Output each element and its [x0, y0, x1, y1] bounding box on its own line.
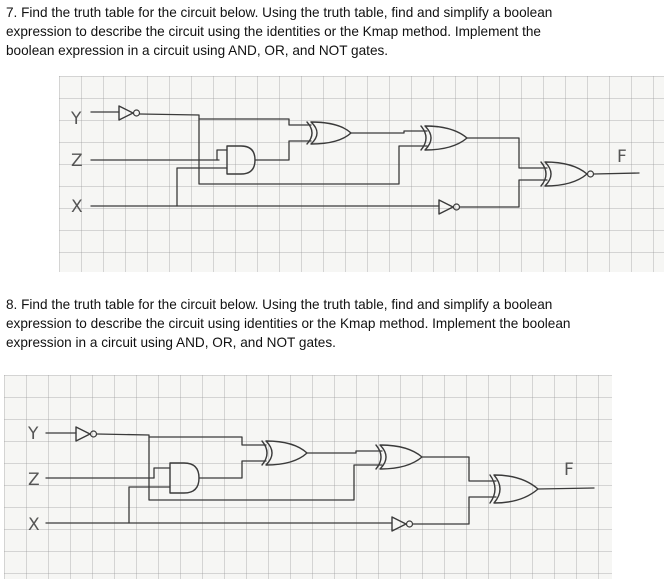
problem-7-line-2: expression to describe the circuit using… [6, 24, 541, 39]
not-gate-x [438, 199, 454, 215]
wire-x-to-and-1 [176, 167, 228, 207]
wire-not-y-branch [148, 436, 383, 501]
or-gate-1 [261, 440, 268, 466]
or-gate-2 [375, 444, 382, 470]
wire-or-1-out [350, 130, 428, 134]
problem-7-line-3: boolean expression in a circuit using AN… [6, 43, 389, 58]
wire-z-branch [216, 149, 228, 161]
output-label-f: F [564, 460, 574, 480]
input-label-z: Z [71, 151, 83, 171]
wire-or-2-out [466, 137, 548, 169]
wire-x-to-and-1 [128, 486, 171, 524]
problem-7-line-1: 7. Find the truth table for the circuit … [6, 5, 553, 20]
input-label-x: X [28, 515, 40, 535]
not-bubble-y [89, 430, 98, 438]
not-gate-y [118, 105, 134, 121]
circuit-7-drawing: Y Z X F [70, 105, 640, 217]
wire-output-f [593, 172, 640, 175]
problem-8-line-2: expression to describe the circuit using… [6, 316, 571, 331]
not-bubble-y [132, 109, 141, 117]
problem-7-text: 7. Find the truth table for the circuit … [6, 3, 662, 60]
not-bubble-x [452, 203, 461, 211]
circuit-8-diagram: Y Z X F [4, 375, 612, 579]
output-label-f: F [617, 147, 627, 167]
or-gate-1-body [265, 440, 308, 466]
circuit-8-drawing: Y Z X F [27, 424, 595, 535]
wire-or-1-out [306, 450, 383, 454]
circuit-7-diagram: Y Z X F [59, 76, 664, 272]
problem-8-text: 8. Find the truth table for the circuit … [6, 295, 662, 352]
or-gate-2-body [379, 444, 423, 470]
or-gate-2 [420, 125, 427, 151]
wire-not-x [459, 179, 548, 208]
not-gate-x [391, 516, 407, 532]
problem-8-line-1: 8. Find the truth table for the circuit … [6, 297, 553, 312]
wire-not-y-branch [198, 118, 428, 185]
or-gate-final-body [493, 474, 539, 504]
wire-z-branch [153, 467, 171, 479]
nor-bubble [586, 170, 595, 178]
input-label-y: Y [70, 109, 82, 129]
input-label-y: Y [27, 424, 39, 444]
and-gate-1 [226, 145, 256, 175]
wire-and-1-out [198, 460, 267, 479]
and-gate-1 [169, 462, 200, 494]
wire-not-x [412, 496, 497, 525]
not-gate-y [75, 426, 91, 442]
input-label-z: Z [28, 470, 40, 490]
or-gate-1 [306, 121, 313, 145]
not-bubble-x [405, 520, 414, 528]
wire-not-y [139, 113, 312, 126]
wire-or-2-out [421, 456, 497, 482]
input-label-x: X [71, 197, 83, 217]
wire-not-y [96, 433, 267, 446]
wire-output-f [537, 487, 595, 490]
or-gate-1-body [310, 121, 352, 145]
nor-gate-final [540, 161, 547, 187]
or-gate-2-body [424, 125, 468, 151]
wire-and-1-out [254, 140, 312, 161]
problem-8-line-3: expression in a circuit using AND, OR, a… [6, 335, 336, 350]
or-gate-final [489, 474, 496, 504]
nor-gate-final-body [544, 161, 588, 187]
